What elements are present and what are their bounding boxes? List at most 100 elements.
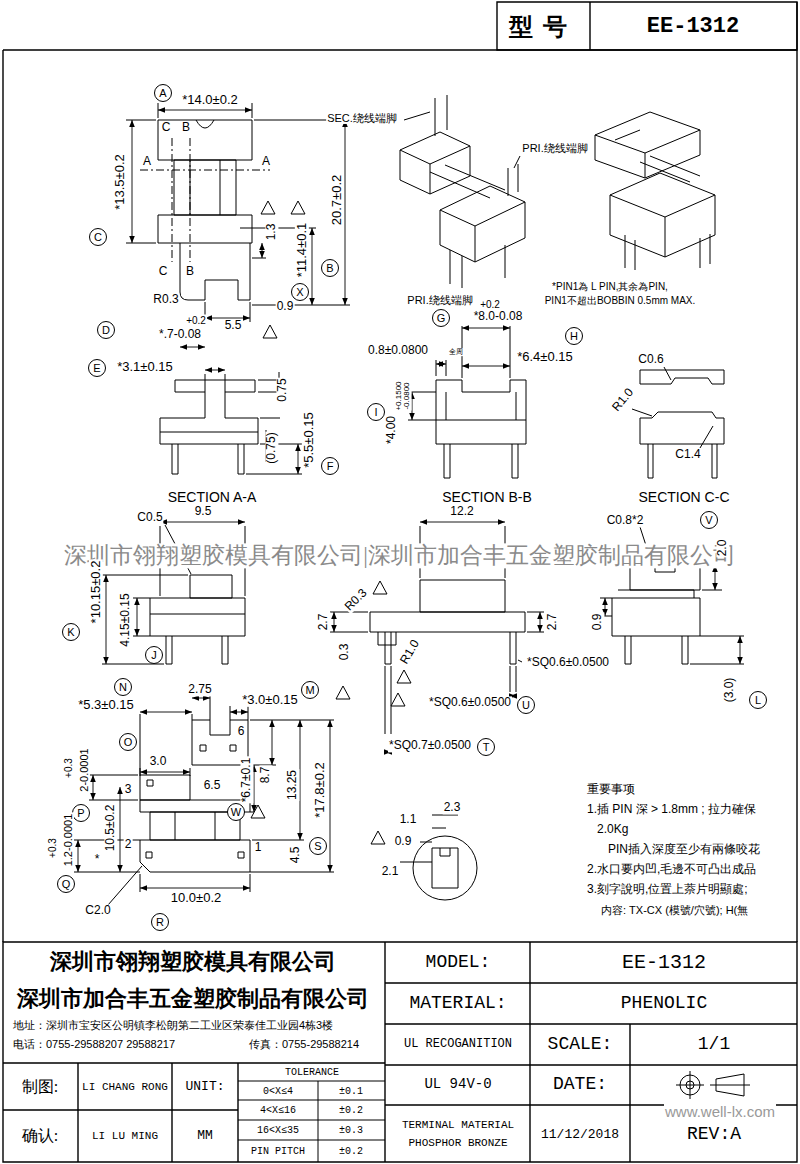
dimension-line — [262, 243, 263, 258]
dimension-line — [462, 328, 510, 329]
dimension-label: C2.0 — [84, 904, 111, 917]
note-text: PIN1不超出BOBBIN 0.5mm MAX. — [544, 295, 697, 306]
dimension-label: (3.0) — [723, 677, 736, 704]
section-profile — [640, 370, 724, 384]
dimension-label: 1 — [254, 841, 263, 854]
header-box — [497, 2, 797, 50]
dimension-label: *11.4±0.1 — [295, 222, 309, 279]
dimension-label: 12.2 — [449, 505, 474, 518]
inspection-triangle — [251, 805, 265, 818]
dimension-label: *SQ0.6±0.0500 — [526, 656, 610, 669]
callout-text: O — [124, 737, 133, 748]
pin — [625, 234, 710, 270]
dimension-line — [254, 765, 255, 812]
dimension-line — [312, 228, 313, 305]
callout-letter: X — [291, 283, 309, 301]
callout-text: Q — [62, 879, 71, 890]
title-block-cell: ±0.2 — [338, 1146, 364, 1157]
dimension-label: 0.75 — [276, 377, 289, 402]
dimension-label: 3 — [124, 783, 133, 796]
callout-text: A — [159, 88, 166, 99]
callout-text: P — [77, 808, 84, 819]
extension-line — [102, 575, 188, 664]
callout-label: PRI.绕线端脚 — [521, 142, 588, 154]
title-block-cell: 0<X≤4 — [262, 1086, 294, 1097]
dimension-line — [160, 522, 245, 523]
inspection-triangle — [397, 670, 411, 683]
inspection-triangle — [261, 201, 275, 214]
leader-line — [632, 367, 713, 448]
title-block-cell: MATERIAL: — [408, 994, 507, 1014]
dimension-label: 6.5 — [203, 779, 222, 792]
callout-letter: J — [145, 646, 163, 664]
callout-label: SEC.绕线端脚 — [326, 112, 398, 124]
dimension-line — [137, 598, 138, 636]
dimension-line — [334, 612, 335, 632]
title-block-cell: EE-1312 — [621, 952, 707, 974]
inspection-triangle — [291, 201, 305, 214]
dimension-label: *5.3±0.15 — [77, 698, 135, 712]
extension-line — [436, 360, 446, 376]
dimension-line — [345, 120, 346, 305]
callout-text: J — [151, 650, 157, 661]
dimension-label: 1.2-0.0001 — [62, 813, 74, 868]
dimension-label: A — [142, 155, 152, 168]
dimension-label: R1.0 — [397, 637, 422, 667]
dimension-label: C — [158, 265, 169, 278]
tolerance-table — [238, 1081, 385, 1162]
note-text: 内容: TX-CX (模號/穴號); H(無 — [600, 904, 749, 916]
dimension-line — [120, 787, 121, 872]
pin — [172, 444, 244, 474]
callout-text: T — [483, 742, 490, 753]
dimension-label: 5.5 — [224, 319, 243, 332]
note-text: 2.水口要内凹,毛邊不可凸出成品 — [586, 863, 757, 876]
pin — [166, 636, 228, 664]
callout-letter: T — [477, 738, 495, 756]
dimension-label: 2.0 — [716, 539, 729, 558]
dimension-label: C0.6 — [637, 353, 664, 366]
dimension-label: +0.3 — [63, 757, 74, 779]
dimension-line — [132, 120, 133, 243]
callout-text: K — [67, 627, 74, 638]
title-block-cell: DATE: — [552, 1075, 608, 1095]
callout-text: M — [305, 685, 314, 696]
callout-letter: P — [72, 804, 90, 822]
dimension-line — [330, 720, 331, 872]
leader-line — [404, 112, 520, 168]
dimension-line — [106, 575, 107, 664]
extension-line — [252, 120, 350, 305]
dimension-label: 9.5 — [194, 505, 213, 518]
dimension-label: +0.2 — [479, 299, 501, 310]
callout-letter: A — [154, 84, 172, 102]
dimension-label: (0.75) — [265, 431, 278, 464]
callout-letter: C — [89, 228, 107, 246]
dimension-line — [715, 565, 716, 590]
dimension-label: R0.3 — [152, 293, 179, 306]
company-name: 深圳市加合丰五金塑胶制品有限公司 — [16, 987, 370, 1011]
dimension-line — [192, 698, 210, 699]
dimension-label: 2.75 — [187, 683, 212, 696]
callout-text: V — [705, 515, 712, 526]
header-cell: EE-1312 — [646, 15, 740, 39]
outline-circle — [680, 1075, 700, 1095]
side-profile — [612, 565, 700, 636]
dimension-label: *SQ0.6±0.0500 — [428, 696, 512, 709]
callout-text: U — [522, 700, 530, 711]
dimension-label: B — [185, 265, 195, 278]
dimension-label: 2.7 — [317, 613, 330, 632]
dimension-label: 2.1 — [381, 865, 400, 878]
dimension-line — [230, 712, 248, 713]
title-block — [3, 942, 797, 1162]
callout-letter: G — [432, 309, 450, 327]
callout-letter: S — [309, 837, 327, 855]
note-text: *PIN1為 L PIN,其余為PIN, — [551, 281, 669, 292]
dimension-label: 4.15±0.15 — [119, 592, 132, 647]
dimension-label: 6 — [237, 725, 246, 738]
title-block-cell: PHENOLIC — [620, 994, 708, 1014]
title-block-cell: LI CHANG RONG — [81, 1081, 169, 1093]
extension-line — [140, 874, 250, 892]
iso-block — [595, 112, 700, 178]
dimension-line — [605, 598, 606, 616]
dimension-label: 0.9 — [276, 300, 295, 313]
